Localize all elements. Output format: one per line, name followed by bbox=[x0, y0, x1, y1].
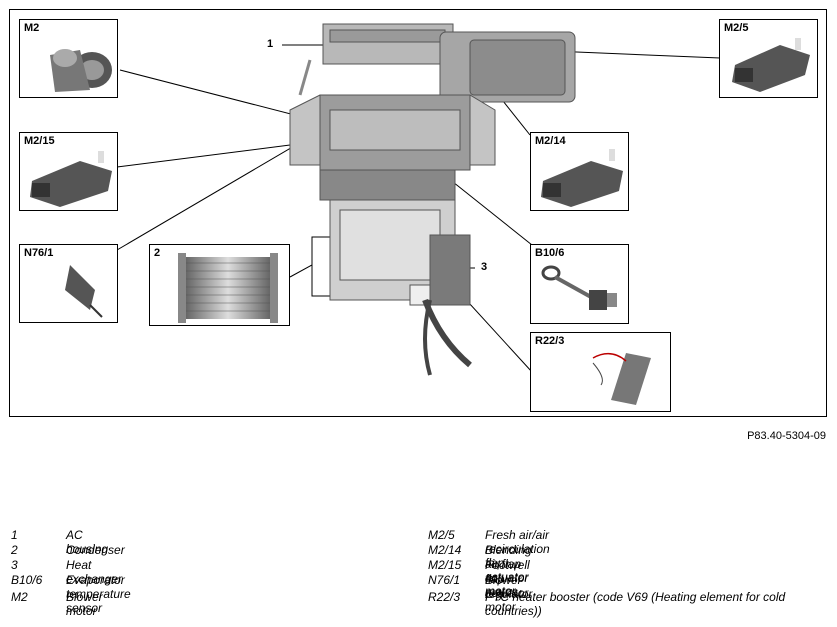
ac-unit bbox=[289, 23, 576, 376]
condenser-image bbox=[178, 253, 278, 323]
legend-desc: Blending air flap actuator motor bbox=[485, 543, 532, 599]
callout-m2-5: M2/5 bbox=[719, 19, 818, 98]
blower-motor-image bbox=[50, 49, 112, 92]
position-number-1: 1 bbox=[267, 38, 274, 50]
actuator-motor-image bbox=[732, 38, 810, 92]
callout-label-m2-14: M2/14 bbox=[535, 135, 566, 147]
ptc-heater-image bbox=[592, 352, 651, 405]
legend-key: M2/15 bbox=[428, 558, 462, 572]
leader-line-b10-6 bbox=[452, 181, 533, 246]
legend-desc: Blower regulator bbox=[485, 573, 533, 601]
legend-key: 2 bbox=[11, 543, 18, 557]
legend-key: M2/14 bbox=[428, 543, 462, 557]
legend-desc: Footwell flap actuator motor bbox=[485, 558, 530, 614]
actuator-motor-image bbox=[30, 151, 112, 207]
leader-line-2 bbox=[289, 236, 330, 278]
legend-right: M2/5 Fresh air/air recirculation flap act… bbox=[428, 528, 828, 623]
legend-desc: Condenser bbox=[66, 543, 125, 557]
callout-m2-15: M2/15 bbox=[19, 132, 118, 211]
callout-label-m2: M2 bbox=[24, 22, 40, 34]
callout-r22-3: R22/3 bbox=[530, 332, 671, 412]
callout-m2-14: M2/14 bbox=[530, 132, 629, 211]
legend-key: 1 bbox=[11, 528, 18, 542]
legend-key: M2/5 bbox=[428, 528, 455, 542]
legend-desc: Fresh air/air recirculation flap actuato… bbox=[485, 528, 550, 598]
legend-left: 1 AC housing 2 Condenser 3 Heat exchanger B… bbox=[11, 528, 411, 618]
callout-label-m2-15: M2/15 bbox=[24, 135, 55, 147]
callout-label-n76-1: N76/1 bbox=[24, 247, 54, 259]
legend-key: R22/3 bbox=[428, 590, 461, 604]
position-number-3: 3 bbox=[481, 261, 488, 273]
callout-n76-1: N76/1 bbox=[19, 244, 118, 323]
legend-desc: AC housing bbox=[66, 528, 109, 556]
legend-desc: Heat exchanger bbox=[66, 558, 123, 586]
callout-label-2: 2 bbox=[154, 247, 161, 259]
legend-desc: Blower motor bbox=[66, 590, 103, 618]
leader-line-m2-15 bbox=[116, 144, 291, 168]
legend-key: 3 bbox=[11, 558, 18, 572]
legend-key: B10/6 bbox=[11, 573, 43, 587]
actuator-motor-image bbox=[541, 149, 623, 207]
callout-label-r22-3: R22/3 bbox=[535, 335, 565, 347]
legend-key: N76/1 bbox=[428, 573, 461, 587]
callout-m2: M2 bbox=[19, 19, 118, 98]
callout-b10-6: B10/6 bbox=[530, 244, 629, 324]
temperature-sensor-image bbox=[541, 265, 617, 310]
callout-label-b10-6: B10/6 bbox=[535, 247, 565, 259]
legend-desc: PTC heater booster (code V69 (Heating el… bbox=[485, 590, 786, 618]
figure-reference: P83.40-5304-09 bbox=[747, 430, 826, 442]
legend-key: M2 bbox=[11, 590, 28, 604]
callout-condenser: 2 bbox=[149, 244, 290, 326]
blower-regulator-image bbox=[65, 265, 103, 318]
legend-desc: Evaporator temperature sensor bbox=[66, 573, 131, 615]
callout-label-m2-5: M2/5 bbox=[724, 22, 749, 34]
